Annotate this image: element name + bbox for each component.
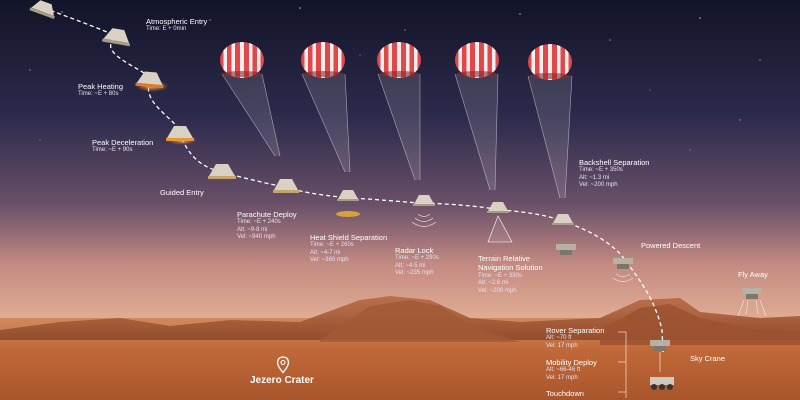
shroud-fans [222, 74, 572, 198]
stage-label: Guided Entry [160, 188, 204, 197]
radar-waves-icon [612, 273, 634, 282]
stage-title: Peak Heating [78, 82, 124, 91]
stage-title: Sky Crane [690, 354, 726, 363]
stage-title: Rover Separation [546, 326, 605, 335]
stage-detail: Time: ~E + 80s [78, 91, 119, 98]
parachute-icon [220, 42, 264, 78]
timeline-connector [618, 331, 627, 398]
stage-title: Guided Entry [160, 188, 204, 197]
stage-title: Mobility Deploy [546, 358, 597, 367]
stage-label: Touchdown [546, 389, 584, 398]
stage-label: Powered Descent [641, 241, 700, 250]
stage-detail: Time: ~E + 290s [395, 255, 439, 262]
stage-label: Atmospheric Entry Time: E + 0min [146, 17, 207, 34]
stage-detail: Vel: ~235 mph [395, 270, 434, 277]
rover-icon [650, 377, 674, 390]
capsule-icon [166, 126, 194, 141]
thruster-plumes [737, 299, 767, 317]
stage-label: Rover Separation Alt: ~70 ft Vel: 17 mph [546, 326, 604, 350]
stage-detail: Alt: ~66-46 ft [546, 367, 581, 374]
capsule-icon [29, 0, 55, 20]
radar-waves-icon [411, 213, 437, 227]
sky-crane-icon [742, 288, 762, 299]
parachute-icon [455, 42, 499, 78]
capsule-icon [208, 164, 236, 179]
stage-detail: Vel: ~940 mph [237, 234, 276, 241]
stage-detail: Time: ~E + 90s [92, 147, 133, 154]
right-hill [600, 304, 800, 345]
capsule-icon [135, 71, 164, 89]
parachute-icon [528, 44, 572, 80]
stage-label: Radar Lock Time: ~E + 290s Alt: ~4-5 mi … [395, 246, 439, 278]
stage-label: Sky Crane [690, 354, 725, 363]
stage-detail: Time: ~E + 240s [237, 219, 281, 226]
stage-title: Terrain Relative [478, 254, 531, 263]
stage-title: Heat Shield Separation [310, 233, 388, 242]
capsule-icon [552, 214, 574, 225]
map-pin-icon [276, 356, 290, 374]
stage-label: Peak Heating Time: ~E + 80s [78, 82, 123, 99]
stage-label: Backshell Separation Time: ~E + 350s Alt… [579, 158, 649, 190]
capsule-icon [487, 202, 509, 213]
stage-detail: Alt: ~4-5 mi [395, 262, 426, 269]
stage-detail: Alt: ~70 ft [546, 335, 572, 342]
stage-detail: Time: ~E + 330s [478, 272, 522, 279]
near-hill [320, 300, 520, 342]
stage-detail: Vel: ~200 mph [579, 182, 618, 189]
camera-cone-icon [487, 215, 513, 243]
stage-detail: Vel: ~200 mph [478, 287, 517, 294]
stage-label: Fly Away [738, 270, 768, 279]
stage-detail: Time: ~E + 350s [579, 167, 623, 174]
stars [29, 7, 761, 151]
sky-crane-icon [613, 258, 633, 269]
stage-title: Peak Deceleration [92, 138, 154, 147]
sky-crane-icon [556, 244, 576, 255]
stage-title: Powered Descent [641, 241, 701, 250]
stage-title: Navigation Solution [478, 263, 543, 273]
capsule-icon [273, 179, 299, 193]
parachute-icon [301, 42, 345, 78]
stage-detail: Vel: 17 mph [546, 374, 578, 381]
stage-title: Radar Lock [395, 246, 434, 255]
stage-title: Backshell Separation [579, 158, 650, 167]
stage-detail: Vel: ~360 mph [310, 257, 349, 264]
stage-title: Atmospheric Entry [146, 17, 208, 26]
capsule-icon [101, 28, 131, 47]
parachute-icon [377, 42, 421, 78]
stage-label: Mobility Deploy Alt: ~66-46 ft Vel: 17 m… [546, 358, 597, 382]
stage-detail: Vel: 17 mph [546, 342, 578, 349]
heat-shield-icon [336, 211, 360, 217]
stage-detail: Time: ~E + 260s [310, 242, 354, 249]
stage-label: Peak Deceleration Time: ~E + 90s [92, 138, 153, 155]
location-label: Jezero Crater [250, 375, 314, 386]
sky-crane-icon [650, 340, 670, 351]
shroud-lines [221, 73, 573, 199]
stage-title: Parachute Deploy [237, 210, 297, 219]
stage-detail: Alt: ~2.6 mi [478, 280, 509, 287]
stage-detail: Alt: ~9-8 mi [237, 226, 268, 233]
stage-detail: Alt: ~4-7 mi [310, 249, 341, 256]
stage-detail: Alt: ~1.3 mi [579, 174, 610, 181]
capsule-icon [337, 190, 359, 201]
capsule-icon [413, 195, 435, 206]
stage-title: Fly Away [738, 270, 768, 279]
stage-detail: Time: E + 0min [146, 26, 187, 33]
stage-title: Touchdown [546, 389, 584, 398]
trajectory-path [43, 7, 664, 353]
stage-label: Heat Shield Separation Time: ~E + 260s A… [310, 233, 387, 265]
stage-label: Parachute Deploy Time: ~E + 240s Alt: ~9… [237, 210, 297, 242]
stage-label: Terrain Relative Navigation Solution Tim… [478, 254, 543, 295]
